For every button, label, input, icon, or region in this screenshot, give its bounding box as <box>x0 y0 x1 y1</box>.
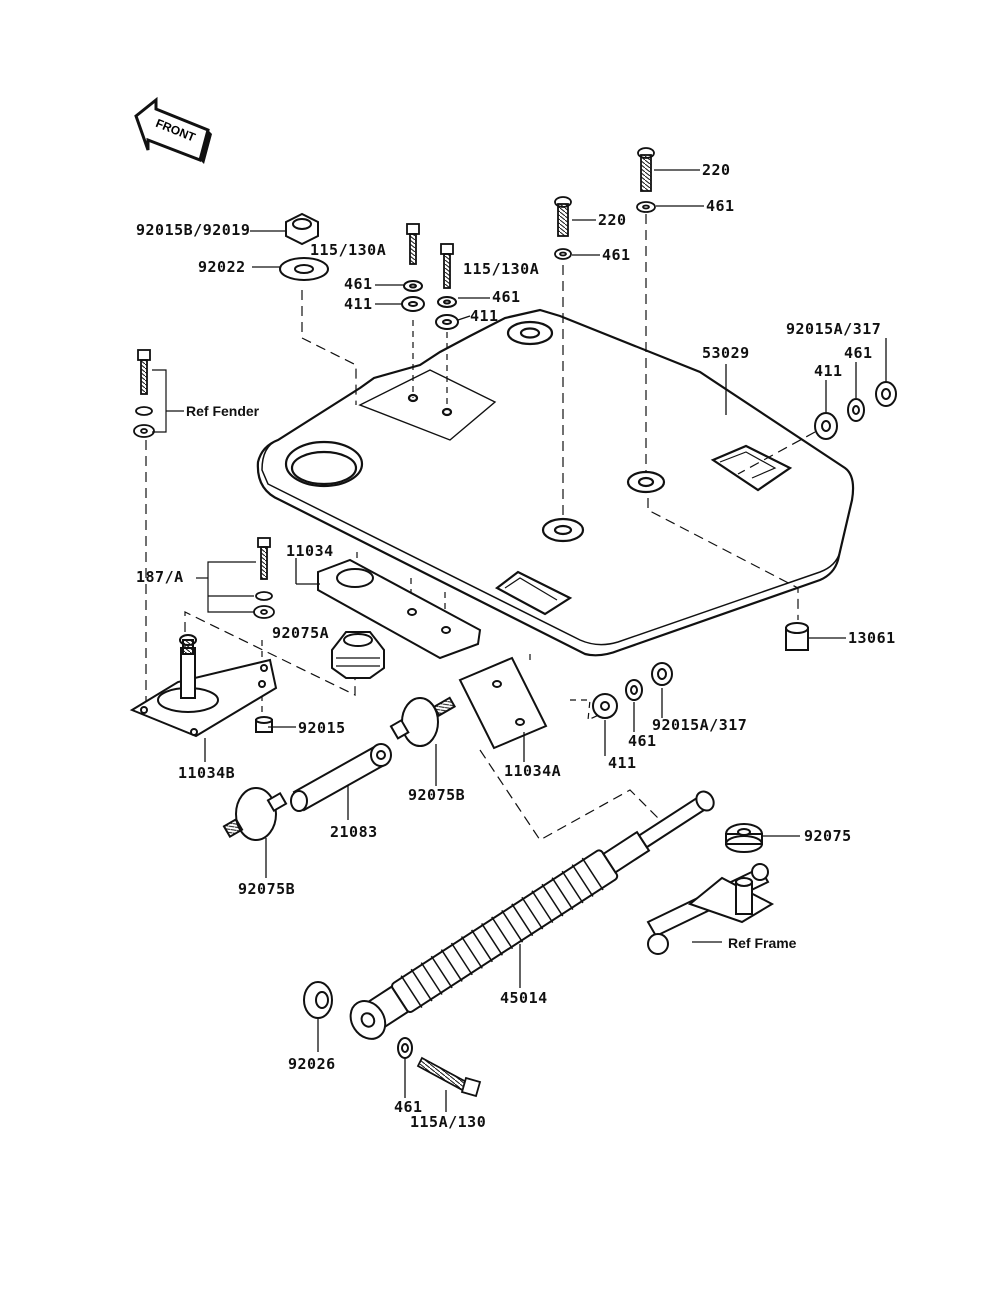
rod-21083-icon <box>290 743 392 812</box>
label-ref-frame: Ref Frame <box>728 935 797 951</box>
spacer-13061-icon <box>785 622 809 651</box>
label-13061: 13061 <box>848 629 896 647</box>
label-115-130a-1: 115/130A <box>310 241 387 259</box>
label-461-g: 461 <box>394 1098 423 1116</box>
label-115-130a-2: 115/130A <box>463 260 540 278</box>
washers-right-stack-icon <box>814 381 897 440</box>
label-11034a: 11034A <box>504 762 562 780</box>
label-461-a: 461 <box>344 275 373 293</box>
washers-lower-stack-icon <box>592 662 673 719</box>
label-461-d: 461 <box>706 197 735 215</box>
bolt-115-130a-2-icon <box>440 243 454 289</box>
label-411-a: 411 <box>344 295 373 313</box>
nut-92015-icon <box>255 716 273 733</box>
washer-92022-icon <box>279 257 329 281</box>
label-92022: 92022 <box>198 258 246 276</box>
damper-92075-icon <box>725 823 763 853</box>
leader-lines <box>145 214 816 841</box>
label-leaders <box>204 169 887 1112</box>
label-92015: 92015 <box>298 719 346 737</box>
label-115a-130: 115A/130 <box>410 1113 487 1131</box>
bolt-115a-130-icon <box>416 1056 482 1098</box>
label-92075b-1: 92075B <box>408 786 466 804</box>
label-45014: 45014 <box>500 989 548 1007</box>
label-220-b: 220 <box>702 161 731 179</box>
washers-left-stack-icon <box>401 280 459 330</box>
frame-ref-icon <box>646 863 775 955</box>
label-411-b: 411 <box>470 307 499 325</box>
bracket-11034a-icon <box>458 656 548 750</box>
collar-92026-icon <box>303 981 333 1019</box>
label-11034: 11034 <box>286 542 334 560</box>
label-53029: 53029 <box>702 344 750 362</box>
label-220-a: 220 <box>598 211 627 229</box>
bolt-220-icon <box>554 196 572 260</box>
label-411-d: 411 <box>608 754 637 772</box>
label-92075b-2: 92075B <box>238 880 296 898</box>
damper-92075b-icon <box>389 696 457 747</box>
nut-92015b-icon <box>285 212 319 246</box>
label-92015a-317-bot: 92015A/317 <box>652 716 748 734</box>
shock-absorber-45014-icon <box>349 790 715 1040</box>
fender-bolt-icon <box>133 349 155 438</box>
label-ref-fender: Ref Fender <box>186 403 260 419</box>
bolt-187a-icon <box>253 537 275 619</box>
front-arrow-icon: FRONT <box>134 96 212 164</box>
label-461-b: 461 <box>492 288 521 306</box>
damper-92075a-icon <box>331 631 385 679</box>
bolt-115-130a-icon <box>406 223 420 265</box>
bolt-220-2-icon <box>636 147 656 213</box>
label-92075a: 92075A <box>272 624 330 642</box>
damper-92075b-2-icon <box>222 787 288 841</box>
label-461-f: 461 <box>628 732 657 750</box>
mount-plate-11034b-icon <box>129 634 278 738</box>
washer-461-low-icon <box>397 1037 413 1059</box>
label-187a: 187/A <box>136 568 184 586</box>
seat-base-plate <box>256 308 855 657</box>
ref-fender-bracket <box>152 369 184 433</box>
label-461-c: 461 <box>602 246 631 264</box>
label-11034b: 11034B <box>178 764 236 782</box>
bracket-11034-icon <box>317 558 482 660</box>
label-92075: 92075 <box>804 827 852 845</box>
label-21083: 21083 <box>330 823 378 841</box>
label-92026: 92026 <box>288 1055 336 1073</box>
label-461-e: 461 <box>844 344 873 362</box>
label-92015a-317-top: 92015A/317 <box>786 320 882 338</box>
label-92015b-92019: 92015B/92019 <box>136 221 251 239</box>
label-411-c: 411 <box>814 362 843 380</box>
bolt-187a-bracket <box>196 561 256 613</box>
